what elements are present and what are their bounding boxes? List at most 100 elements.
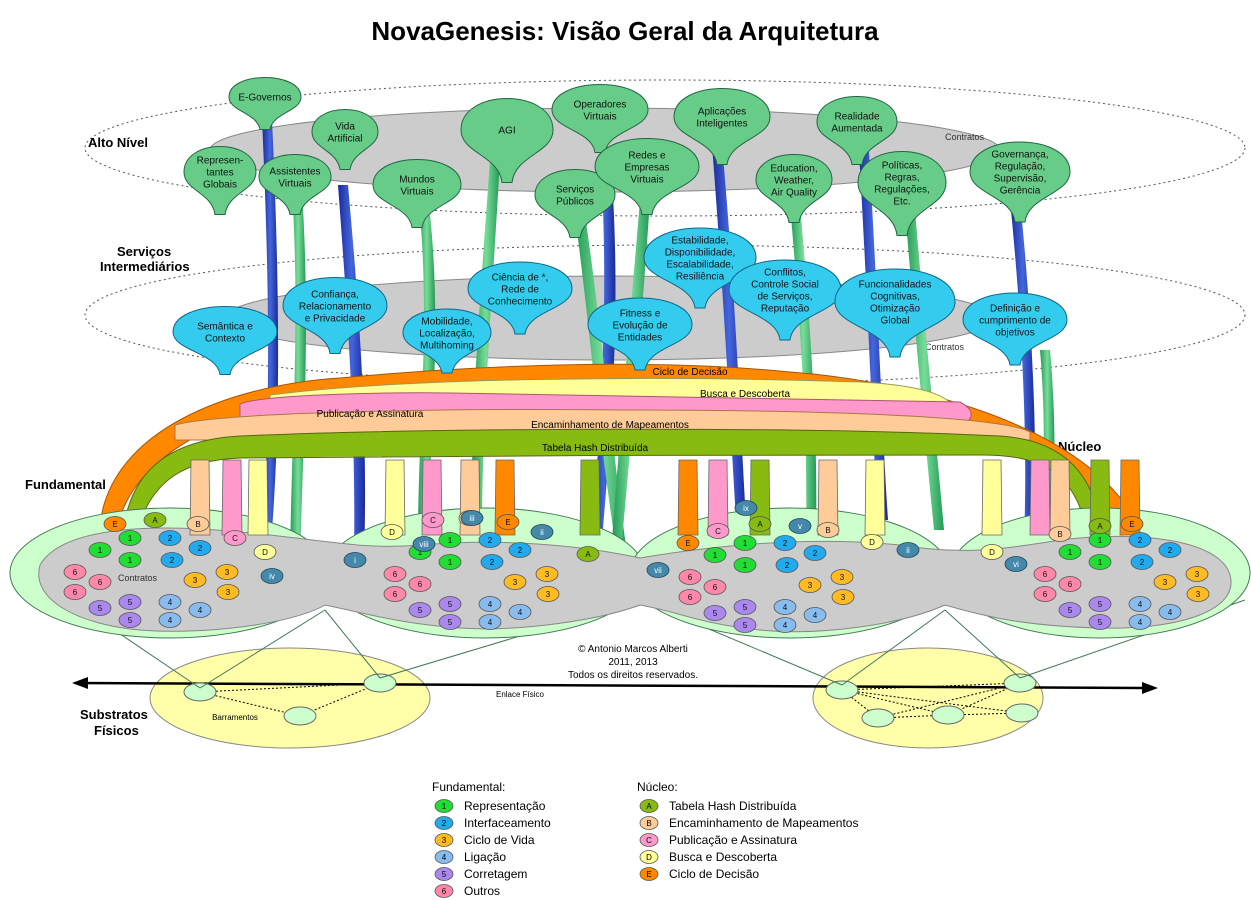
bubble-label: Públicos [556, 197, 594, 208]
core-component-circle: B [817, 523, 839, 538]
bubble-label: Conflitos, [764, 268, 806, 279]
component-circle-label: 4 [1138, 600, 1143, 609]
enlace-fisico-label: Enlace Físico [496, 690, 545, 699]
fundamental-component-circle: 1 [734, 536, 756, 551]
bubble-label: Fitness e [620, 309, 661, 320]
legend-item: 5Corretagem [435, 867, 527, 881]
fundamental-component-circle: 3 [1154, 575, 1176, 590]
fundamental-component-circle: 6 [384, 567, 406, 582]
bubble-label: Air Quality [771, 188, 817, 199]
component-circle-label: D [262, 548, 268, 557]
component-circle-label: 2 [488, 536, 493, 545]
component-circle-label: 3 [193, 576, 198, 585]
component-circle-label: 2 [170, 556, 175, 565]
legend-nucleo-items: ATabela Hash DistribuídaBEncaminhamento … [640, 799, 858, 881]
fundamental-component-circle: 5 [704, 606, 726, 621]
component-circle-label: 5 [128, 598, 133, 607]
legend-item: 1Representação [435, 799, 546, 813]
component-circle-label: 4 [1138, 618, 1143, 627]
legend-swatch-label: 1 [442, 802, 447, 811]
band-label-encaminhamento: Encaminhamento de Mapeamentos [531, 420, 689, 431]
core-component-circle: A [577, 547, 599, 562]
core-stub [385, 460, 405, 535]
legend-item: ATabela Hash Distribuída [640, 799, 797, 813]
fundamental-component-circle: 5 [439, 597, 461, 612]
component-circle-label: 3 [841, 593, 846, 602]
fundamental-component-circle: 4 [1129, 597, 1151, 612]
component-circle-label: 3 [545, 570, 550, 579]
os-contracts-label: Contratos [118, 573, 158, 583]
top-service-bubble: Education,Weather,Air Quality [756, 155, 832, 223]
bubble-label: Empresas [624, 163, 669, 174]
fundamental-component-circle: 4 [774, 600, 796, 615]
bubble-label: Controle Social [751, 280, 819, 291]
fundamental-component-circle: 3 [832, 590, 854, 605]
core-component-circle: C [707, 524, 729, 539]
layer-label-servicos-1: Serviços [117, 244, 171, 259]
component-circle-label: 5 [743, 621, 748, 630]
component-circle-label: 5 [128, 616, 133, 625]
legend-swatch-label: B [646, 819, 651, 828]
bus-node [364, 674, 396, 692]
component-circle-label: A [152, 516, 158, 525]
legend-swatch-label: 2 [442, 819, 447, 828]
fundamental-component-circle: 1 [439, 555, 461, 570]
fundamental-component-circle: 2 [804, 546, 826, 561]
bubble-label: Relacionamento [299, 302, 372, 313]
fundamental-component-circle: 3 [831, 570, 853, 585]
top-service-bubble: E-Governos [229, 78, 301, 130]
fundamental-component-circle: 2 [774, 536, 796, 551]
fundamental-component-circle: 5 [1059, 603, 1081, 618]
service-endpoint-circle: v [789, 519, 811, 534]
fundamental-component-circle: 5 [1089, 615, 1111, 630]
component-circle-label: 6 [713, 583, 718, 592]
component-circle-label: 5 [1098, 618, 1103, 627]
component-circle-label: 1 [448, 536, 453, 545]
component-circle-label: C [430, 516, 436, 525]
mid-service-bubble: Semântica eContexto [173, 307, 277, 375]
legend-swatch-label: D [646, 853, 652, 862]
service-endpoint-label: v [798, 522, 802, 531]
component-circle-label: 6 [393, 590, 398, 599]
page-title: NovaGenesis: Visão Geral da Arquitetura [371, 16, 879, 46]
fundamental-component-circle: 6 [64, 565, 86, 580]
legend-item: DBusca e Descoberta [640, 850, 777, 864]
component-circle-label: 6 [1043, 570, 1048, 579]
component-circle-label: 4 [783, 621, 788, 630]
fundamental-component-circle: 5 [734, 600, 756, 615]
fundamental-component-circle: 5 [119, 595, 141, 610]
fundamental-component-circle: 4 [804, 608, 826, 623]
service-endpoint-label: iii [469, 514, 475, 523]
fundamental-component-circle: 5 [409, 603, 431, 618]
fundamental-component-circle: 4 [159, 595, 181, 610]
core-stub [865, 460, 885, 535]
barramentos-label: Barramentos [212, 713, 258, 722]
bubble-label: Funcionalidades [859, 280, 932, 291]
bubble-label: Virtuais [278, 179, 311, 190]
bubble-label: Mundos [399, 175, 435, 186]
component-circle-label: 2 [813, 549, 818, 558]
fundamental-component-circle: 6 [1034, 587, 1056, 602]
bubble-label: e Privacidade [305, 314, 366, 325]
legend-item-label: Tabela Hash Distribuída [669, 799, 797, 813]
service-endpoint-label: ii [540, 528, 544, 537]
component-circle-label: 4 [168, 616, 173, 625]
component-circle-label: 6 [73, 588, 78, 597]
fundamental-component-circle: 2 [1159, 543, 1181, 558]
component-circle-label: 2 [518, 546, 523, 555]
service-endpoint-label: ix [743, 504, 749, 513]
core-stub [982, 460, 1002, 535]
fundamental-component-circle: 3 [536, 567, 558, 582]
bubble-label: Assistentes [269, 167, 320, 178]
layer-label-substratos-2: Físicos [94, 723, 139, 738]
band-label-ciclo: Ciclo de Decisão [652, 367, 727, 378]
component-circle-label: 2 [1138, 536, 1143, 545]
layer-label-alto-nivel: Alto Nível [88, 135, 148, 150]
core-component-circle: C [224, 531, 246, 546]
core-stub [580, 460, 600, 535]
fundamental-component-circle: 5 [734, 618, 756, 633]
component-circle-label: 4 [198, 606, 203, 615]
legend-item-label: Ciclo de Vida [464, 833, 535, 847]
service-endpoint-circle: ii [897, 543, 919, 558]
legend-nucleo-title: Núcleo: [637, 780, 678, 794]
